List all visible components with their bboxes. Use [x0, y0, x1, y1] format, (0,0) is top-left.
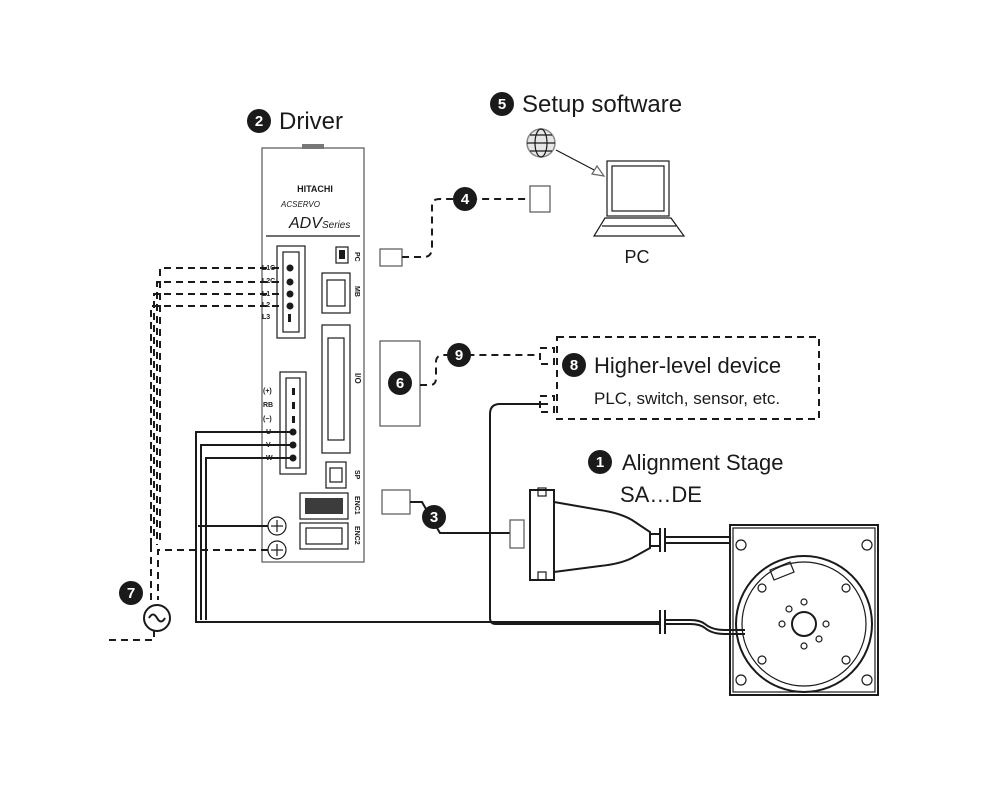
- port-mb-label: MB: [353, 286, 360, 297]
- port-enc1-label: ENC1: [353, 496, 360, 515]
- encoder-cable: [381, 489, 525, 549]
- port-sp-label: SP: [353, 470, 360, 480]
- svg-text:4: 4: [461, 191, 470, 208]
- io-unit-badge: 6: [388, 371, 412, 395]
- svg-text:3: 3: [430, 509, 438, 526]
- svg-text:5: 5: [498, 96, 506, 113]
- rotary-stage-icon: [729, 524, 879, 696]
- terminal-minus: (−): [263, 416, 272, 423]
- alignment-stage-model: SA…DE: [620, 482, 702, 507]
- io-cable-badge: 9: [447, 343, 471, 367]
- port-pc-label: PC: [353, 252, 360, 262]
- driver-line: ACSERVO: [280, 200, 320, 209]
- terminal-l1c: L1C: [262, 265, 275, 272]
- io-cable: [420, 354, 540, 386]
- laptop-icon: [592, 160, 686, 237]
- setup-software-badge: 5: [490, 92, 514, 116]
- globe-icon: [526, 128, 556, 158]
- driver-title: Driver: [279, 108, 343, 135]
- alignment-stage-badge: 1: [588, 450, 612, 474]
- driver-brand: HITACHI: [297, 184, 333, 194]
- dsub-connector: [529, 487, 730, 581]
- motor-cable: [195, 431, 745, 635]
- terminal-l3: L3: [262, 314, 270, 321]
- pc-cable: [379, 185, 551, 267]
- higher-level-badge: 8: [562, 353, 586, 377]
- ac-source-icon: [143, 604, 171, 632]
- svg-text:7: 7: [127, 585, 135, 602]
- setup-software-title: Setup software: [522, 91, 682, 118]
- pc-label: PC: [624, 247, 649, 267]
- higher-level-examples: PLC, switch, sensor, etc.: [594, 389, 780, 408]
- svg-text:1: 1: [596, 454, 604, 471]
- higher-level-device: [539, 336, 820, 420]
- port-enc2-label: ENC2: [353, 526, 360, 545]
- port-io-label: I/O: [353, 373, 362, 384]
- pc-cable-badge: 4: [453, 187, 477, 211]
- higher-level-cable: [489, 403, 660, 625]
- driver-series-suffix: Series: [322, 220, 350, 231]
- alignment-stage-title: Alignment Stage: [622, 450, 783, 475]
- svg-text:8: 8: [570, 357, 578, 374]
- svg-text:6: 6: [396, 375, 404, 392]
- terminal-plus: (+): [263, 388, 272, 395]
- driver-series: ADV: [288, 215, 323, 232]
- servo-driver: HITACHI ACSERVO ADV Series PC MB I/O SP …: [261, 144, 365, 563]
- power-badge: 7: [119, 581, 143, 605]
- terminal-l2c: L2C: [262, 278, 275, 285]
- terminal-rb: RB: [263, 402, 273, 409]
- driver-badge: 2: [247, 109, 271, 133]
- encoder-badge: 3: [422, 505, 446, 529]
- svg-text:9: 9: [455, 347, 463, 364]
- higher-level-title: Higher-level device: [594, 353, 781, 378]
- svg-text:2: 2: [255, 113, 263, 130]
- power-cables: [108, 267, 279, 641]
